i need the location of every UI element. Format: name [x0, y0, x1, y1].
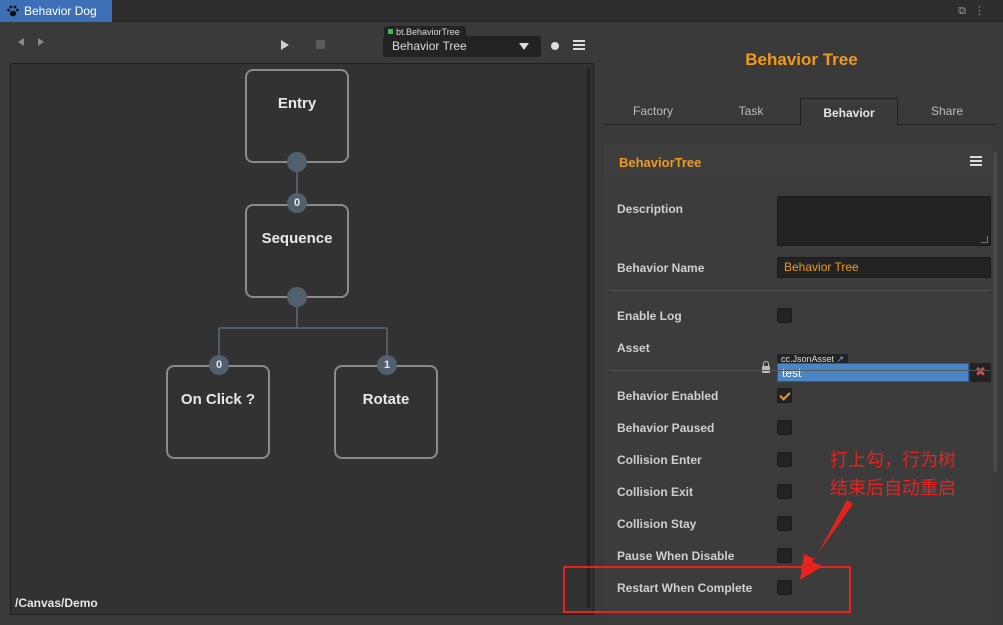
title-bar: Behavior Dog ⧉⋮ — [0, 0, 1003, 22]
status-dot-icon — [388, 29, 393, 34]
inspector-scrollbar[interactable] — [993, 152, 997, 472]
resize-grip-icon[interactable] — [981, 236, 988, 243]
collision-exit-label: Collision Exit — [617, 485, 694, 499]
tree-select-value: Behavior Tree — [392, 39, 467, 53]
behavior-paused-checkbox[interactable] — [777, 420, 792, 435]
restart-when-complete-label: Restart When Complete — [617, 581, 753, 595]
play-icon[interactable] — [281, 40, 289, 50]
behavior-tree-select[interactable]: Behavior Tree — [383, 36, 541, 57]
asset-type-tag: cc.JsonAsset ↗ — [777, 354, 849, 364]
annotation-text-line-2: 结束后自动重启 — [830, 478, 956, 498]
clear-asset-icon[interactable]: ✖ — [970, 363, 991, 382]
node-rotate-label: Rotate — [362, 391, 410, 408]
paw-icon — [7, 5, 19, 17]
annotation-text-line-1: 打上勾，行为树 — [830, 450, 956, 470]
restart-when-complete-checkbox[interactable] — [777, 580, 792, 595]
tab-factory[interactable]: Factory — [632, 104, 673, 118]
tab-task[interactable]: Task — [738, 104, 764, 118]
description-textarea[interactable] — [777, 196, 991, 246]
behavior-enabled-label: Behavior Enabled — [617, 389, 719, 403]
window-tab-title: Behavior Dog — [24, 4, 97, 18]
hamburger-menu-icon[interactable] — [573, 40, 585, 50]
behavior-tree-section-header: BehaviorTree — [604, 144, 992, 178]
window-tab[interactable]: Behavior Dog — [0, 0, 112, 22]
behavior-name-input[interactable]: Behavior Tree — [777, 257, 991, 278]
node-entry-label: Entry — [277, 95, 317, 112]
pause-when-disable-label: Pause When Disable — [617, 549, 735, 563]
tab-behavior[interactable]: Behavior — [800, 98, 898, 126]
asset-field[interactable]: test — [777, 363, 969, 382]
canvas-scrollbar[interactable] — [587, 68, 590, 608]
canvas-path: /Canvas/Demo — [15, 596, 98, 610]
tree-toolbar: bt.BehaviorTree Behavior Tree — [0, 22, 600, 64]
behavior-enabled-checkbox[interactable] — [777, 388, 792, 403]
node-sequence-label: Sequence — [261, 230, 333, 247]
behavior-name-label: Behavior Name — [617, 261, 705, 275]
annotation-highlight-box — [563, 566, 851, 613]
stop-icon[interactable] — [316, 40, 325, 49]
back-arrow-icon[interactable] — [18, 38, 24, 46]
node-entry[interactable]: Entry — [245, 69, 349, 163]
lock-icon[interactable] — [762, 361, 770, 373]
restore-icon[interactable]: ⧉ — [958, 5, 974, 17]
section-title: BehaviorTree — [619, 155, 702, 170]
inspector-tabs: Factory Task Behavior Share — [604, 98, 996, 126]
pause-when-disable-checkbox[interactable] — [777, 548, 792, 563]
kebab-menu-icon[interactable]: ⋮ — [974, 5, 993, 17]
tree-type-tag: bt.BehaviorTree — [384, 26, 466, 38]
collision-stay-label: Collision Stay — [617, 517, 697, 531]
description-label: Description — [617, 202, 684, 216]
external-link-icon[interactable]: ↗ — [836, 354, 845, 364]
node-sequence-out-port[interactable] — [287, 287, 307, 307]
node-on-click-index-badge: 0 — [209, 355, 229, 375]
collision-exit-checkbox[interactable] — [777, 484, 792, 499]
inspector-title: Behavior Tree — [745, 50, 858, 69]
collision-enter-checkbox[interactable] — [777, 452, 792, 467]
forward-arrow-icon[interactable] — [38, 38, 44, 46]
enable-log-label: Enable Log — [617, 309, 682, 323]
node-sequence-index-badge: 0 — [287, 193, 307, 213]
divider — [610, 370, 990, 371]
collision-enter-label: Collision Enter — [617, 453, 702, 467]
tree-canvas[interactable]: Entry Sequence 0 On Click ? 0 Rotate 1 /… — [10, 63, 594, 615]
divider — [610, 290, 990, 291]
collision-stay-checkbox[interactable] — [777, 516, 792, 531]
section-menu-icon[interactable] — [970, 156, 982, 166]
node-on-click[interactable]: On Click ? — [166, 365, 270, 459]
chevron-down-icon — [519, 43, 529, 50]
node-rotate-index-badge: 1 — [377, 355, 397, 375]
enable-log-checkbox[interactable] — [777, 308, 792, 323]
window-controls[interactable]: ⧉⋮ — [958, 4, 993, 18]
behavior-paused-label: Behavior Paused — [617, 421, 715, 435]
asset-label: Asset — [617, 341, 650, 355]
inspector-panel: Behavior Tree Factory Task Behavior Shar… — [600, 22, 1003, 625]
node-on-click-label: On Click ? — [180, 391, 256, 408]
record-dot-icon[interactable] — [551, 42, 559, 50]
tab-share[interactable]: Share — [930, 104, 964, 118]
behavior-properties: Description Behavior Name Behavior Tree … — [604, 178, 992, 618]
node-entry-out-port[interactable] — [287, 152, 307, 172]
